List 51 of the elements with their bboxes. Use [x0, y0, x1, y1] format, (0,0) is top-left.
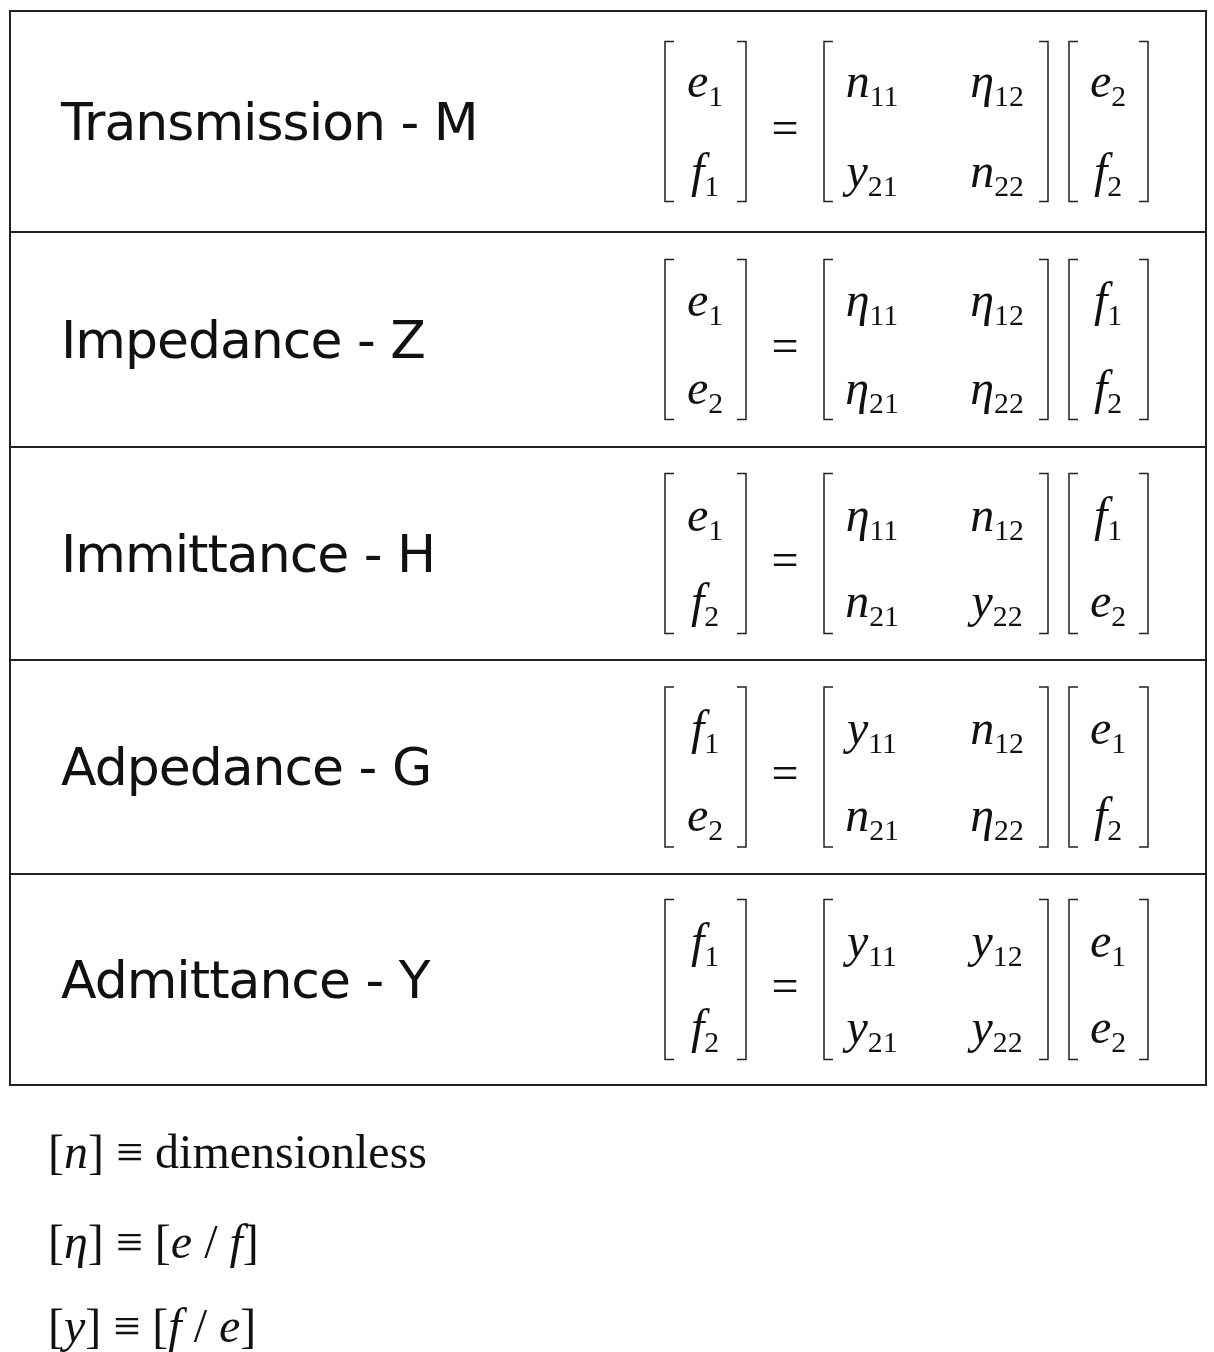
matrix-entry: e$_{2}$ [1089, 57, 1127, 112]
matrix-entry: η$_{12}$ [970, 276, 1024, 331]
matrix-entry: η$_{22}$ [970, 791, 1024, 845]
matrix-entry: n$_{22}$ [970, 147, 1024, 201]
equals-sign: = [771, 749, 799, 798]
row-heading: Admittance - Y [61, 949, 430, 1010]
matrix-entry: η$_{11}$ [845, 490, 899, 545]
matrix-entry: f$_{2}$ [690, 1002, 720, 1057]
matrix-entry: η$_{11}$ [845, 276, 899, 331]
matrix-entry: f$_{1}$ [690, 704, 720, 758]
matrix-entry: e$_{1}$ [1089, 917, 1127, 971]
row-heading: Transmission - M [61, 91, 478, 152]
table-row [9, 231, 1207, 448]
row-heading: Impedance - Z [61, 309, 425, 370]
matrix-entry: η$_{21}$ [845, 363, 899, 418]
matrix-entry: n$_{21}$ [845, 577, 899, 631]
equals-sign: = [771, 535, 799, 584]
matrix-entry: e$_{1}$ [686, 57, 724, 112]
matrix-entry: f$_{1}$ [1093, 490, 1123, 545]
matrix-entry: f$_{1}$ [1093, 276, 1123, 331]
matrix-entry: e$_{2}$ [686, 791, 724, 845]
matrix-entry: f$_{2}$ [1093, 791, 1123, 845]
matrix-entry: f$_{2}$ [1093, 363, 1123, 418]
matrix-entry: n$_{12}$ [970, 490, 1024, 545]
matrix-entry: n$_{21}$ [845, 791, 899, 845]
matrix-entry: n$_{11}$ [845, 57, 899, 112]
matrix-entry: f$_{2}$ [690, 577, 720, 631]
table-row [9, 446, 1207, 661]
definition-note: [y] ≡ [f / e] [48, 1302, 257, 1350]
row-heading: Adpedance - G [61, 737, 432, 797]
matrix-entry: n$_{12}$ [970, 704, 1024, 758]
equals-sign: = [771, 321, 799, 370]
definition-note: [η] ≡ [e / f] [48, 1218, 259, 1266]
matrix-entry: e$_{2}$ [686, 363, 724, 418]
definition-note: [n] ≡ dimensionless [48, 1128, 428, 1176]
equals-sign: = [771, 104, 799, 153]
matrix-entry: e$_{1}$ [1089, 704, 1127, 758]
matrix-entry: f$_{2}$ [1093, 147, 1123, 201]
matrix-entry: e$_{1}$ [686, 490, 724, 545]
matrix-entry: η$_{12}$ [970, 57, 1024, 112]
row-heading: Immittance - H [61, 523, 436, 584]
table-row [9, 659, 1207, 875]
matrix-entry: f$_{1}$ [690, 917, 720, 971]
matrix-entry: f$_{1}$ [690, 147, 720, 201]
matrix-entry: η$_{22}$ [970, 363, 1024, 418]
matrix-entry: e$_{2}$ [1089, 577, 1127, 631]
matrix-entry: e$_{2}$ [1089, 1002, 1127, 1057]
table-row [9, 873, 1207, 1086]
equals-sign: = [771, 961, 799, 1010]
matrix-entry: e$_{1}$ [686, 276, 724, 331]
table-row [9, 10, 1207, 233]
